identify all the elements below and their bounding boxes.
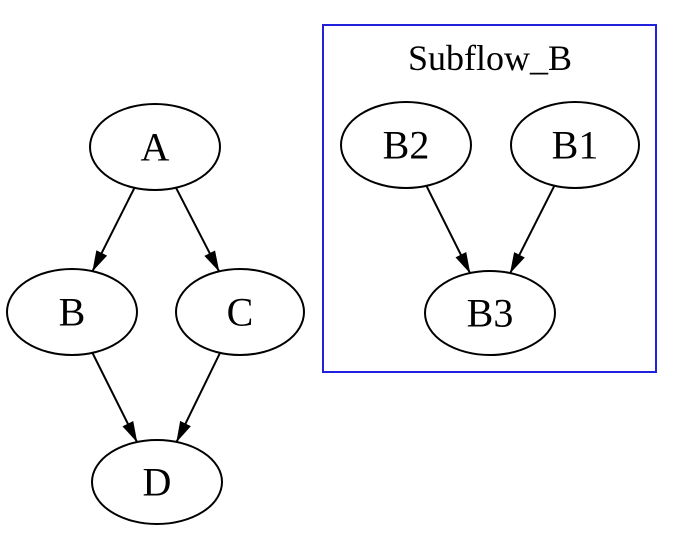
edge-layer xyxy=(91,185,556,443)
edge-B2-B3 xyxy=(425,185,471,274)
node-A-shape xyxy=(89,103,221,191)
node-B3-label: B3 xyxy=(467,291,514,336)
edge-A-C xyxy=(175,187,220,272)
node-B2-label: B2 xyxy=(383,123,430,168)
node-B2-shape xyxy=(340,101,472,189)
node-A-label: A xyxy=(141,125,170,170)
node-C-shape xyxy=(175,268,305,356)
node-D-shape xyxy=(91,439,223,525)
node-B-label: B xyxy=(59,290,86,335)
node-D-label: D xyxy=(143,460,172,505)
node-B1-shape xyxy=(510,101,640,189)
node-B3-shape xyxy=(424,270,556,356)
subflow-cluster-box xyxy=(322,24,657,373)
node-C-label: C xyxy=(227,290,254,335)
cluster-layer: Subflow_B xyxy=(322,24,657,373)
edge-B-D xyxy=(91,352,138,443)
subflow-cluster-title: Subflow_B xyxy=(408,38,572,78)
node-B-shape xyxy=(6,268,138,356)
edge-C-D xyxy=(175,352,221,443)
edge-A-B xyxy=(91,187,136,272)
edge-B1-B3 xyxy=(509,185,556,274)
node-B1-label: B1 xyxy=(552,123,599,168)
